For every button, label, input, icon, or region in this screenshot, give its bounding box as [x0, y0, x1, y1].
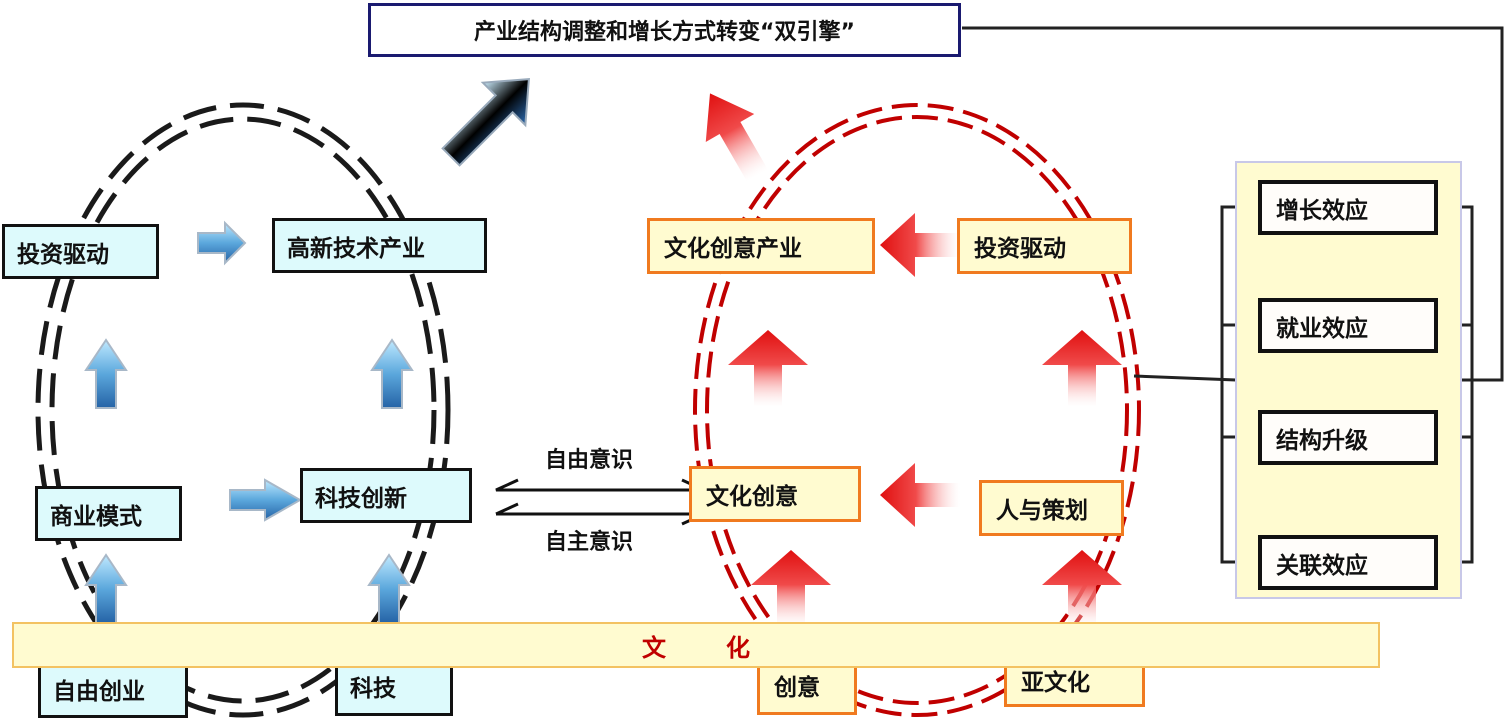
left-invest-label: 投资驱动	[17, 241, 109, 268]
red-arrow-up-2	[1042, 330, 1122, 407]
diagonal-blue-arrow	[441, 78, 530, 167]
cultural-creativity-label: 文化创意	[706, 484, 798, 510]
business-model-box: 商业模式	[35, 486, 182, 541]
culture-bar-text: 文化	[642, 633, 810, 662]
hightech-label: 高新技术产业	[287, 235, 425, 262]
people-planning-label: 人与策划	[996, 498, 1088, 524]
right-invest-box: 投资驱动	[957, 218, 1132, 274]
employment-effect-box: 就业效应	[1258, 298, 1438, 353]
employment-effect-label: 就业效应	[1276, 315, 1368, 342]
creativity-label: 创意	[774, 675, 820, 701]
growth-effect-label: 增长效应	[1276, 197, 1368, 224]
tech-innovation-label: 科技创新	[315, 485, 407, 512]
creative-industry-label: 文化创意产业	[664, 236, 802, 262]
blue-arrow-right-2	[229, 478, 303, 522]
left-ellipse	[35, 102, 451, 718]
red-arrow-left-1	[880, 213, 960, 277]
blue-arrow-up-3	[84, 553, 128, 624]
free-consciousness-label: 自由意识	[545, 448, 634, 473]
double-arrow	[495, 478, 705, 526]
people-planning-box: 人与策划	[979, 480, 1124, 536]
tech-label: 科技	[350, 676, 396, 702]
red-arrow-up-top	[705, 93, 768, 182]
linkage-effect-box: 关联效应	[1258, 535, 1438, 590]
structure-upgrade-box: 结构升级	[1258, 410, 1438, 465]
red-arrow-up-4	[1042, 550, 1122, 627]
title-text: 产业结构调整和增长方式转变“双引擎”	[474, 20, 855, 45]
left-invest-box: 投资驱动	[2, 224, 159, 279]
right-invest-label: 投资驱动	[974, 236, 1066, 262]
autonomy-consciousness-label: 自主意识	[545, 530, 634, 555]
blue-arrow-up-1	[84, 338, 128, 409]
culture-bar: 文化	[12, 622, 1380, 668]
growth-effect-box: 增长效应	[1258, 180, 1438, 235]
blue-arrow-right-1	[197, 220, 247, 266]
free-startup-label: 自由创业	[53, 679, 145, 705]
linkage-effect-label: 关联效应	[1276, 552, 1368, 579]
red-arrow-left-2	[880, 463, 960, 527]
blue-arrow-up-4	[367, 553, 411, 624]
red-arrow-up-1	[728, 330, 808, 407]
creative-industry-box: 文化创意产业	[647, 218, 875, 274]
structure-upgrade-label: 结构升级	[1276, 427, 1368, 454]
tech-innovation-box: 科技创新	[300, 468, 472, 523]
red-arrow-up-3	[751, 550, 831, 627]
title-box: 产业结构调整和增长方式转变“双引擎”	[368, 3, 961, 57]
subculture-label: 亚文化	[1021, 669, 1090, 696]
right-ellipse	[693, 103, 1141, 717]
free-startup-box: 自由创业	[38, 660, 188, 718]
business-model-label: 商业模式	[50, 503, 142, 530]
cultural-creativity-box: 文化创意	[689, 466, 861, 522]
blue-arrow-up-2	[370, 338, 414, 409]
hightech-box: 高新技术产业	[272, 218, 487, 273]
